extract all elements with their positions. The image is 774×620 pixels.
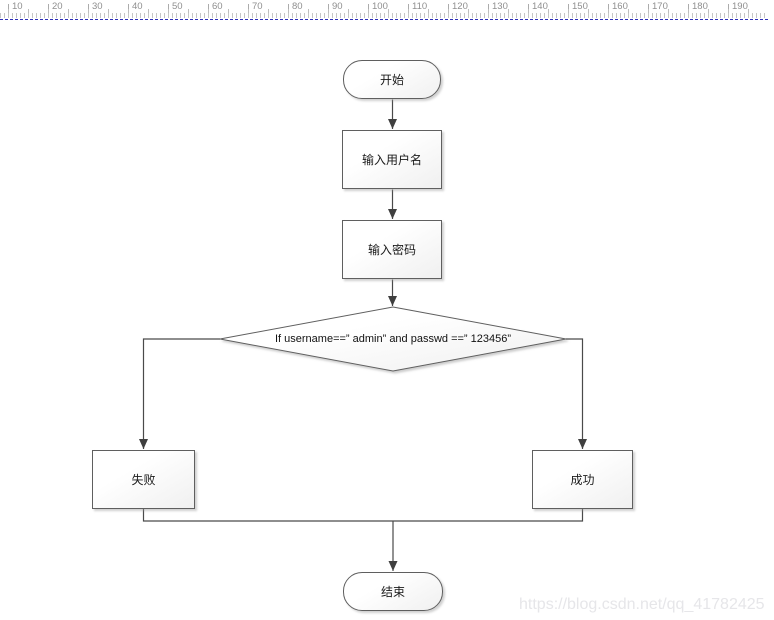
fail-label: 失败 [131, 473, 156, 487]
start-label: 开始 [379, 73, 404, 87]
ruler-unit-label: 190 [732, 1, 748, 12]
ruler-unit-label: 130 [492, 1, 508, 12]
watermark-url: https://blog.csdn.net/qq_41782425 [519, 596, 765, 613]
flowchart-node-input-username[interactable]: 输入用户名 [342, 130, 442, 189]
input-username-label: 输入用户名 [361, 153, 422, 167]
flowchart-node-input-password[interactable]: 输入密码 [342, 220, 442, 279]
ruler-unit-label: 20 [52, 1, 63, 12]
ruler-unit-label: 90 [332, 1, 343, 12]
ruler-unit-label: 140 [532, 1, 548, 12]
ruler-unit-label: 170 [652, 1, 668, 12]
ruler-unit-label: 70 [252, 1, 263, 12]
ruler-unit-label: 40 [132, 1, 143, 12]
ruler-unit-label: 150 [572, 1, 588, 12]
decision-condition-label: If username==” admin” and passwd ==” 123… [230, 331, 556, 347]
horizontal-ruler: 10 20 30 40 50 60 70 80 90 100 110 120 1… [0, 0, 768, 18]
ruler-unit-label: 60 [212, 1, 223, 12]
connector-decision-to-success[interactable] [566, 338, 587, 449]
connector-merge-line[interactable] [142, 509, 584, 522]
flowchart-node-end[interactable]: 结束 [343, 572, 443, 611]
ruler-unit-label: 10 [12, 1, 23, 12]
ruler-unit-label: 180 [692, 1, 708, 12]
flowchart-node-fail[interactable]: 失败 [92, 450, 195, 509]
ruler-unit-label: 100 [372, 1, 388, 12]
ruler-unit-label: 80 [292, 1, 303, 12]
page-boundary-guide [0, 19, 768, 20]
ruler-unit-label: 50 [172, 1, 183, 12]
ruler-unit-label: 110 [412, 1, 428, 12]
connector-decision-to-fail[interactable] [139, 338, 221, 449]
end-label: 结束 [380, 585, 405, 599]
decision-diamond-shape[interactable] [219, 306, 567, 372]
decision-condition-text: If username==” admin” and passwd ==” 123… [274, 333, 512, 345]
flowchart-node-start[interactable]: 开始 [343, 60, 441, 99]
ruler-unit-label: 160 [612, 1, 628, 12]
ruler-unit-label: 30 [92, 1, 103, 12]
success-label: 成功 [570, 473, 595, 487]
input-password-label: 输入密码 [367, 243, 416, 257]
flowchart-node-success[interactable]: 成功 [532, 450, 633, 509]
ruler-unit-label: 120 [452, 1, 468, 12]
